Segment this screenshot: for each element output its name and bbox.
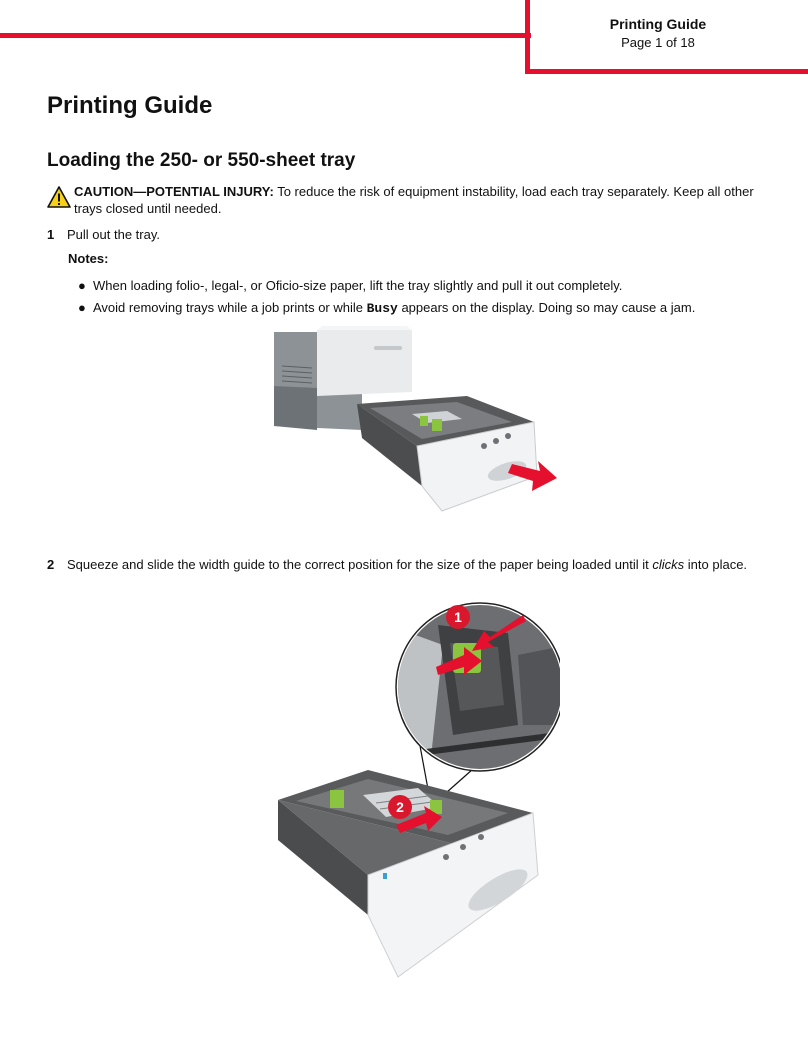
note-text-after: appears on the display. Doing so may cau…: [397, 300, 696, 315]
header-title: Printing Guide: [609, 16, 707, 32]
section-title: Loading the 250- or 550-sheet tray: [47, 150, 356, 171]
page-title: Printing Guide: [47, 92, 213, 119]
running-header: Printing Guide Page 1 of 18: [540, 14, 776, 52]
bullet-icon: ●: [78, 278, 86, 293]
tray-pull-illustration: [274, 326, 557, 512]
header-rule-vertical: [525, 0, 530, 74]
notes-label: Notes:: [68, 251, 109, 266]
step-text-before: Squeeze and slide the width guide to the…: [67, 557, 653, 572]
note-item: ● When loading folio-, legal-, or Oficio-…: [78, 277, 622, 294]
pull-arrow-icon: [508, 461, 557, 491]
caution-label: CAUTION—POTENTIAL INJURY:: [74, 184, 274, 199]
note-item: ● Avoid removing trays while a job prints…: [78, 299, 695, 317]
svg-text:1: 1: [454, 609, 462, 625]
header-rule-right: [525, 69, 808, 74]
caution-notice: CAUTION—POTENTIAL INJURY: To reduce the …: [47, 183, 777, 217]
caution-body: To reduce the risk of equipment instabil…: [74, 184, 754, 216]
callout-2-badge: [388, 795, 412, 819]
width-guide-tab: [432, 419, 442, 431]
bullet-icon: ●: [78, 300, 86, 315]
caution-text: CAUTION—POTENTIAL INJURY: To reduce the …: [74, 183, 777, 217]
step-text-after: into place.: [684, 557, 748, 572]
step-number: 2: [47, 557, 55, 572]
caution-triangle-icon: [47, 186, 71, 208]
width-guide-illustration: 1 2: [278, 602, 560, 978]
callout-1-badge: [446, 605, 470, 629]
step-text: Pull out the tray.: [67, 227, 160, 242]
step-text-emphasis: clicks: [652, 557, 685, 572]
note-text: When loading folio-, legal-, or Oficio-s…: [93, 278, 623, 293]
step-2: 2 Squeeze and slide the width guide to th…: [47, 556, 747, 573]
note-text-before: Avoid removing trays while a job prints …: [93, 300, 367, 315]
page-number: Page 1 of 18: [621, 35, 695, 50]
step-number: 1: [47, 227, 55, 242]
squeeze-arrow-icon: [472, 615, 526, 651]
header-rule-left: [0, 33, 531, 38]
svg-text:2: 2: [396, 799, 404, 815]
step-1: 1 Pull out the tray.: [47, 226, 160, 243]
display-message-code: Busy: [366, 301, 398, 316]
